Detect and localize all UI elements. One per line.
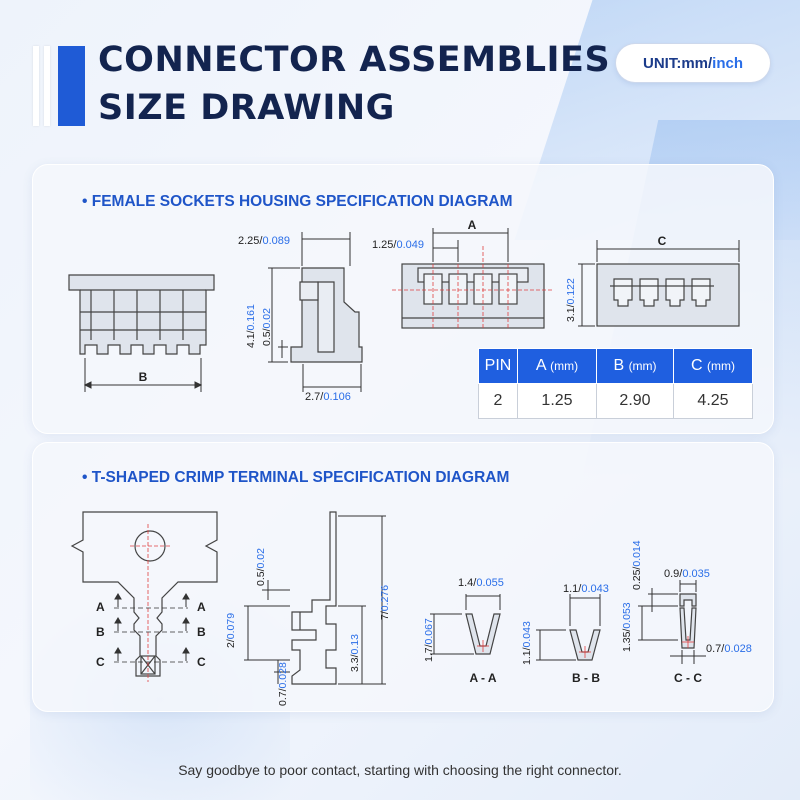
- housing-rear-view: [596, 263, 740, 327]
- col-header-pin: PIN: [478, 348, 518, 384]
- unit-inch: inch: [712, 54, 744, 72]
- rear-height-label: 3.1/0.122: [565, 278, 577, 322]
- section-label-b-left: B: [96, 625, 105, 639]
- side-step-label: 0.5/0.02: [261, 308, 273, 346]
- dim-2-label: 2/0.079: [225, 613, 237, 648]
- unit-prefix: UNIT:: [642, 54, 682, 72]
- dim-07-vertical-label: 0.7/0.028: [277, 662, 289, 706]
- section-bb-drawing: [536, 594, 601, 661]
- side-base-label: 2.7/0.106: [305, 391, 351, 403]
- spec-table-header-row: PIN A (mm) B (mm) C (mm): [478, 348, 753, 384]
- terminal-centerlines: [130, 524, 170, 682]
- section-label-c-left: C: [96, 655, 105, 669]
- decorative-bar: [58, 46, 85, 126]
- cell-pin: 2: [478, 383, 518, 419]
- section-label-a-left: A: [96, 600, 105, 614]
- unit-mm: mm: [681, 54, 708, 72]
- side-height-label: 4.1/0.161: [245, 304, 257, 348]
- cc-section-label: C - C: [674, 671, 702, 685]
- housing-section-title: • FEMALE SOCKETS HOUSING SPECIFICATION D…: [82, 193, 513, 210]
- table-row: 2 1.25 2.90 4.25: [478, 383, 753, 419]
- col-header-c: C (mm): [673, 348, 753, 384]
- terminal-side-dimensions: [244, 515, 386, 685]
- col-header-a: A (mm): [517, 348, 597, 384]
- bb-width-label: 1.1/0.043: [563, 583, 609, 595]
- housing-side-view: [290, 267, 363, 363]
- top-pitch-label: 1.25/0.049: [372, 239, 424, 251]
- unit-badge: UNIT: mm / inch: [616, 44, 770, 82]
- side-dimension-lines: [268, 232, 362, 392]
- cc-top-label: 0.25/0.014: [631, 540, 643, 590]
- dimension-b: [83, 358, 203, 392]
- dim-a-label: A: [468, 218, 477, 232]
- cc-bottom-label: 0.7/0.028: [706, 643, 752, 655]
- dim-05-label: 0.5/0.02: [255, 548, 267, 586]
- terminal-section-title: • T-SHAPED CRIMP TERMINAL SPECIFICATION …: [82, 469, 510, 486]
- aa-height-label: 1.7/0.067: [423, 618, 435, 662]
- spec-table: PIN A (mm) B (mm) C (mm) 2 1.25 2.90 4.2…: [478, 348, 753, 419]
- section-cut-lines: [114, 607, 188, 663]
- cell-b: 2.90: [596, 383, 674, 419]
- decorative-bar: [33, 46, 39, 126]
- housing-front-view: [68, 274, 215, 355]
- aa-width-label: 1.4/0.055: [458, 577, 504, 589]
- terminal-panel: [32, 442, 774, 712]
- dim-33-label: 3.3/0.13: [349, 634, 361, 672]
- dim-7-label: 7/0.276: [379, 585, 391, 620]
- footer-tagline: Say goodbye to poor contact, starting wi…: [178, 762, 622, 778]
- housing-top-view: [401, 263, 545, 329]
- side-width-label: 2.25/0.089: [238, 235, 290, 247]
- page-title-line-1: CONNECTOR ASSEMBLIES: [98, 40, 611, 80]
- cc-width-label: 0.9/0.035: [664, 568, 710, 580]
- terminal-side-view: [291, 511, 337, 685]
- dim-c-label: C: [658, 234, 667, 248]
- col-header-b: B (mm): [596, 348, 674, 384]
- bb-height-label: 1.1/0.043: [521, 621, 533, 665]
- aa-section-label: A - A: [469, 671, 496, 685]
- section-cc-drawing: [638, 580, 706, 664]
- terminal-top-view: [70, 511, 218, 677]
- section-label-c-right: C: [197, 655, 206, 669]
- dim-b-label: B: [139, 370, 148, 384]
- cell-a: 1.25: [517, 383, 597, 419]
- cell-c: 4.25: [673, 383, 753, 419]
- section-label-a-right: A: [197, 600, 206, 614]
- cc-height-label: 1.35/0.053: [621, 602, 633, 652]
- rear-dimension-lines: [578, 240, 740, 327]
- section-aa-drawing: [430, 594, 501, 655]
- bb-section-label: B - B: [572, 671, 600, 685]
- top-dimension-lines: [432, 228, 509, 262]
- page-title-line-2: SIZE DRAWING: [98, 88, 395, 128]
- unit-slash: /: [708, 54, 713, 72]
- decorative-bar: [44, 46, 50, 126]
- section-label-b-right: B: [197, 625, 206, 639]
- section-arrows: [114, 593, 190, 661]
